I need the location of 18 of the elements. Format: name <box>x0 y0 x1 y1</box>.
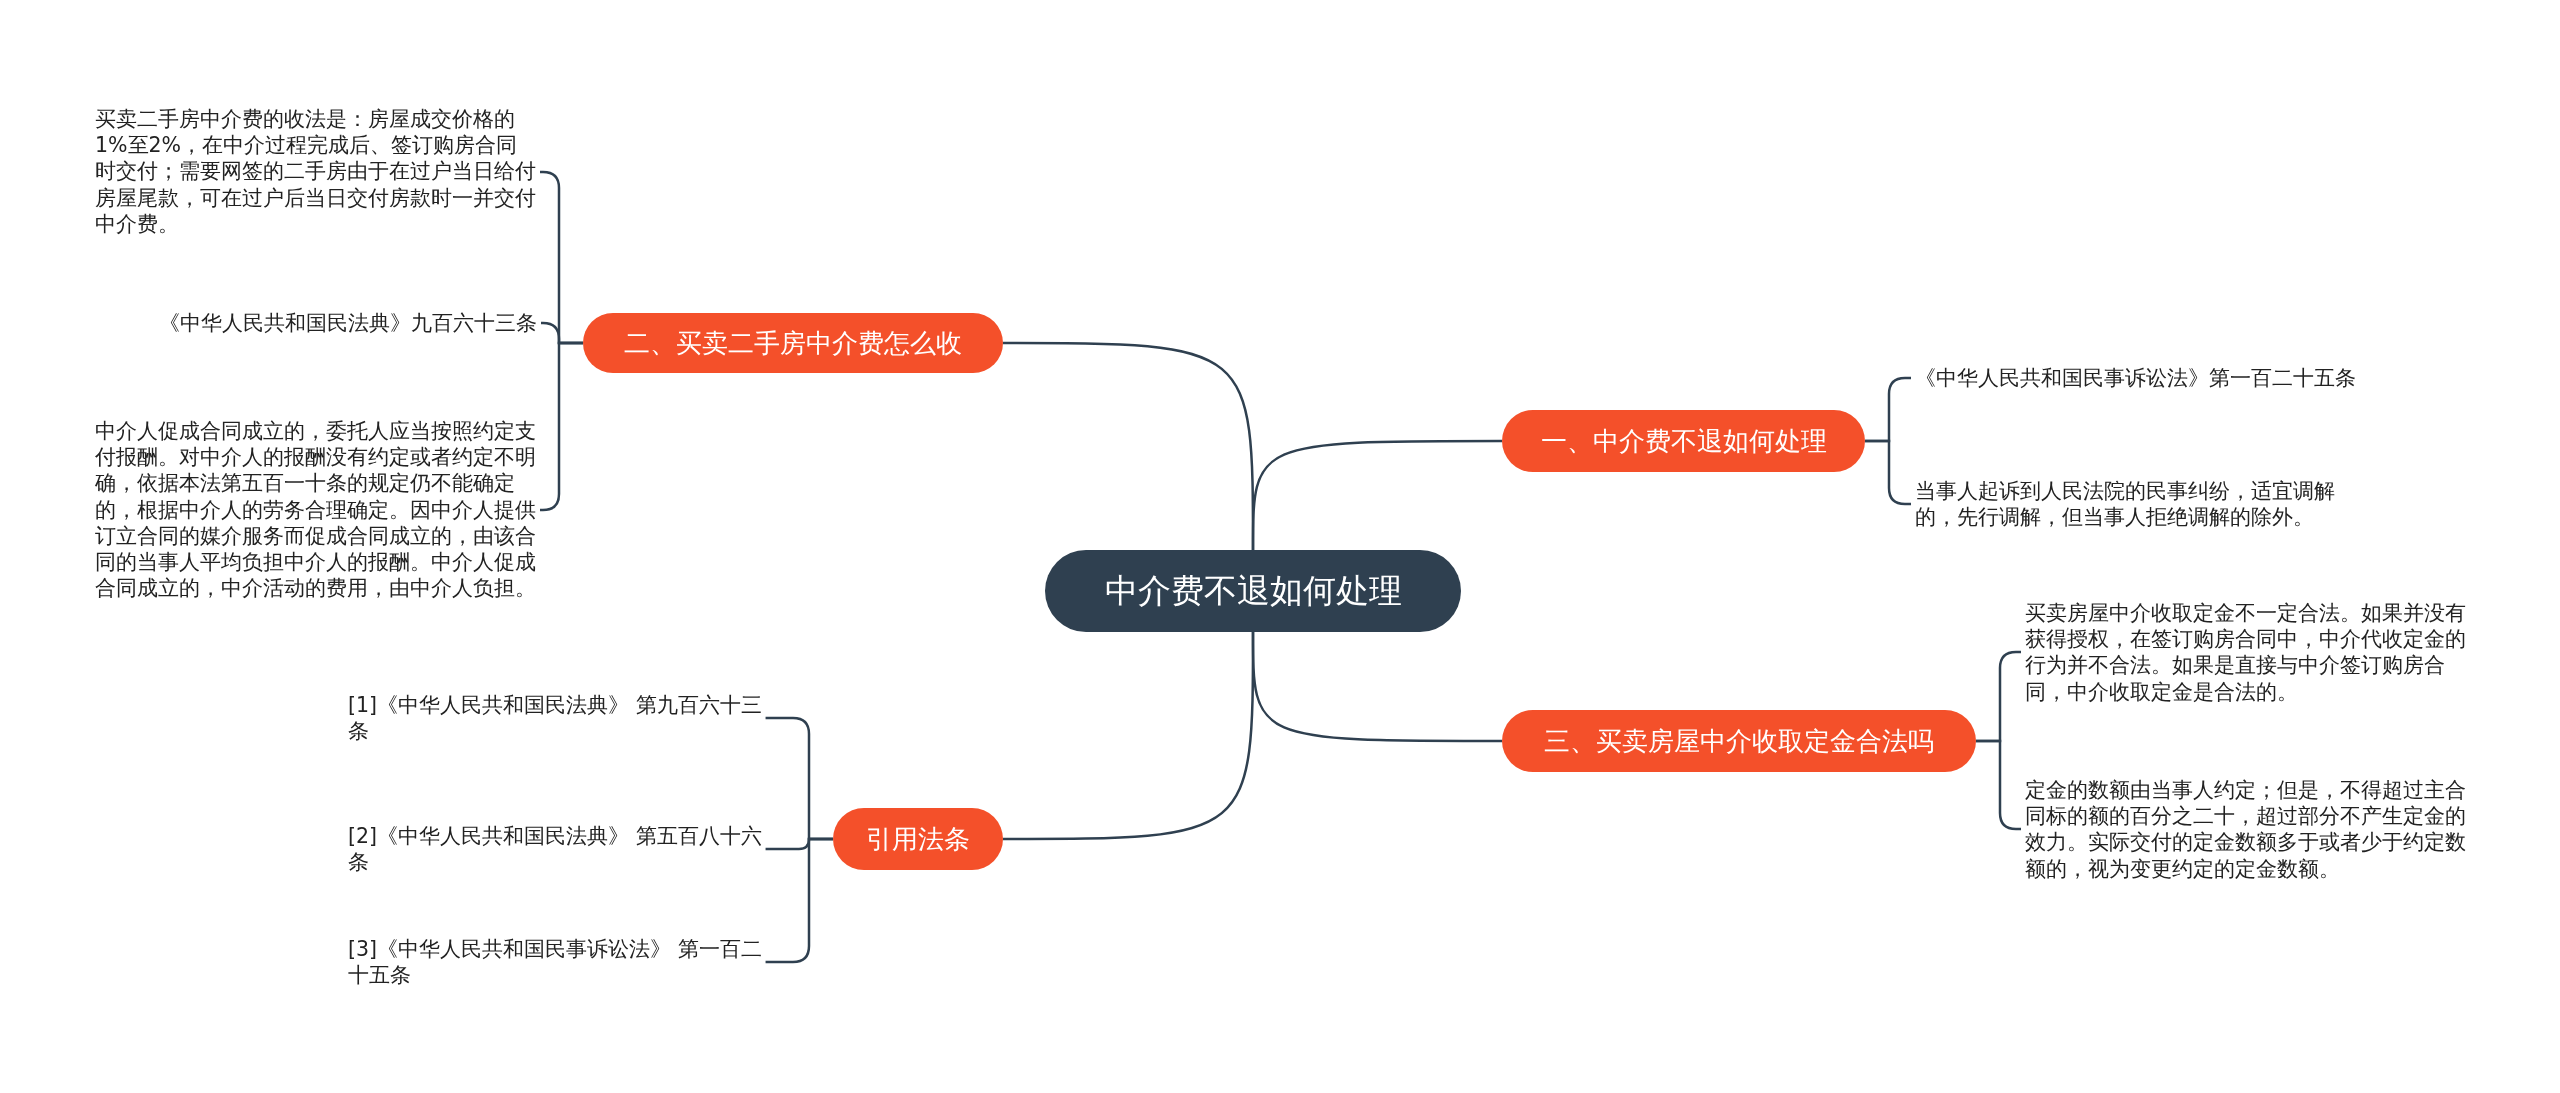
branch-topic: 一、中介费不退如何处理 <box>1502 410 1865 472</box>
connector-line <box>1003 632 1255 841</box>
note-text: 定金的数额由当事人约定；但是，不得超过主合同标的额的百分之二十，超过部分不产生定金的效力。实际交付的定金数额多于或者少于约定数额的，视为变更约定的定金数额。 <box>2025 776 2470 882</box>
connector-line <box>765 837 833 964</box>
note-text: 《中华人民共和国民事诉讼法》第一百二十五条 <box>1915 364 2360 392</box>
branch-topic: 引用法条 <box>833 808 1003 870</box>
branch-topic: 二、买卖二手房中介费怎么收 <box>583 313 1003 373</box>
note-text: 《中华人民共和国民法典》九百六十三条 <box>95 309 537 337</box>
note-text: [2]《中华人民共和国民法典》 第五百八十六条 <box>348 822 772 876</box>
note-text: [3]《中华人民共和国民事诉讼法》 第一百二十五条 <box>348 935 772 989</box>
connector-line <box>1251 439 1502 550</box>
note-text: 买卖房屋中介收取定金不一定合法。如果并没有获得授权，在签订购房合同中，中介代收定金的行为并不合法。如果是直接与中介签订购房合同，中介收取定金是合法的。 <box>2025 599 2470 705</box>
note-text: 中介人促成合同成立的，委托人应当按照约定支付报酬。对中介人的报酬没有约定或者约定不明确，依据本法第五百一十条的规定仍不能确定的，根据中介人的劳务合理确定。因中介人提供订立合同的媒介服务而促成合同成立的，由该合同的当事人平均负担中介人的报酬。中介人促成合同成立的，中介活动的费用，由中介人负担。 <box>95 418 537 602</box>
note-text: 当事人起诉到人民法院的民事纠纷，适宜调解的，先行调解，但当事人拒绝调解的除外。 <box>1915 477 2360 531</box>
note-text: 买卖二手房中介费的收法是：房屋成交价格的1%至2%，在中介过程完成后、签订购房合同时交付；需要网签的二手房由于在过户当日给付房屋尾款，可在过户后当日交付房款时一并交付中介费。 <box>95 106 537 238</box>
central-topic: 中介费不退如何处理 <box>1045 550 1461 632</box>
note-text: [1]《中华人民共和国民法典》 第九百六十三条 <box>348 691 772 745</box>
branch-topic: 三、买卖房屋中介收取定金合法吗 <box>1502 710 1976 772</box>
